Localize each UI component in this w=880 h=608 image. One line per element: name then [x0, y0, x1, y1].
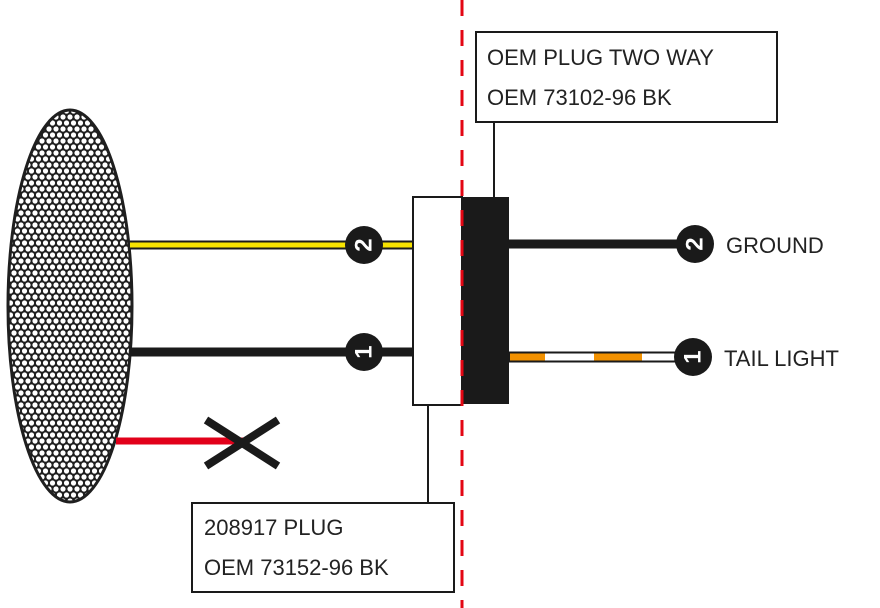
- pin-left-upper-number: 2: [351, 238, 378, 251]
- plug-208917-label-box: 208917 PLUG OEM 73152-96 BK: [191, 502, 455, 593]
- pin-right-lower-number: 1: [680, 350, 707, 363]
- ground-label: GROUND: [726, 233, 824, 258]
- pin-right-upper-number: 2: [682, 237, 709, 250]
- pin-left-upper: 2: [345, 226, 383, 264]
- tail-light-label: TAIL LIGHT: [724, 346, 839, 371]
- lamp-lens: [6, 108, 134, 504]
- oem-plug-body: [462, 197, 509, 404]
- cut-mark-line-2: [203, 416, 281, 470]
- plug-208917-body: [412, 196, 463, 406]
- pin-left-lower: 1: [345, 333, 383, 371]
- oem-plug-label-line1: OEM PLUG TWO WAY: [487, 45, 714, 70]
- pin-right-lower: 1: [674, 338, 712, 376]
- pin-right-upper: 2: [676, 225, 714, 263]
- oem-plug-label-line2: OEM 73102-96 BK: [487, 85, 672, 110]
- plug-208917-label-line2: OEM 73152-96 BK: [204, 555, 389, 580]
- pin-left-lower-number: 1: [351, 345, 378, 358]
- plug-208917-label-line1: 208917 PLUG: [204, 515, 343, 540]
- oem-plug-label-box: OEM PLUG TWO WAY OEM 73102-96 BK: [475, 31, 778, 123]
